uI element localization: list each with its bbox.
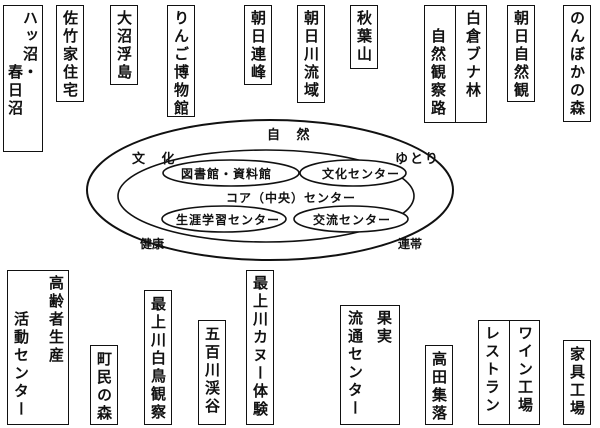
box-machi-no-mori: 町民の森: [90, 345, 118, 425]
box-satake-house: 佐竹家住宅: [56, 5, 84, 102]
koryu-center-ellipse: [293, 205, 409, 233]
box-mogami-hakucho: 最上川白鳥観察: [144, 290, 172, 425]
box-nonbokanomori: のんぼかの森: [563, 5, 591, 122]
label-kajitsu: 果実: [375, 310, 393, 346]
box-kajitsu-center: 果実 流通センター: [340, 305, 400, 425]
outer-ellipse: [86, 119, 454, 261]
label-kagu-koujou: 家具工場: [568, 346, 586, 418]
label-hacchinuma: ハッ沼・: [21, 10, 39, 82]
divider-shirakura: [455, 5, 456, 123]
box-asahi-renpo: 朝日連峰: [244, 5, 272, 85]
box-oonuma-ukishima: 大沼浮島: [110, 5, 138, 85]
label-satake-house: 佐竹家住宅: [61, 10, 79, 100]
label-katsudo-center: 活動センター: [12, 311, 30, 419]
label-koreisha-seisan: 高齢者生産: [47, 275, 65, 365]
label-asahi-shizenkan: 朝日自然観: [512, 10, 530, 100]
label-asahi-renpo: 朝日連峰: [249, 10, 267, 82]
box-asahigawa-ryuiki: 朝日川流域: [297, 5, 325, 103]
outer-label-yutori: ゆとり: [395, 152, 441, 167]
box-hacchinuma-kasuganuma: ハッ沼・ 春日沼: [3, 5, 43, 152]
label-ryutsu-center: 流通センター: [346, 310, 364, 418]
label-asahigawa-ryuiki: 朝日川流域: [302, 10, 320, 100]
label-oonuma-ukishima: 大沼浮島: [115, 10, 133, 82]
label-library: 図書館・資料館: [181, 167, 273, 181]
label-kasuganuma: 春日沼: [6, 64, 24, 118]
label-shizen-kansatsuro: 自然観察路: [429, 28, 447, 118]
label-restaurant: レストラン: [483, 325, 501, 415]
label-akibasan: 秋葉山: [355, 10, 373, 64]
label-mogami-hakucho: 最上川白鳥観察: [149, 296, 167, 422]
bunka-center-ellipse: [299, 159, 407, 187]
label-mogami-canoe: 最上川カヌー体験: [251, 275, 269, 419]
outer-label-shizen: 自 然: [267, 128, 316, 143]
library-ellipse: [162, 159, 300, 187]
label-machi-no-mori: 町民の森: [95, 351, 113, 423]
shogai-center-ellipse: [161, 205, 287, 233]
label-ringo-museum: りんご博物館: [172, 10, 190, 118]
outer-label-rentai: 連帯: [398, 237, 423, 251]
divider-wine: [509, 320, 510, 425]
label-wine-koujou: ワイン工場: [516, 325, 534, 415]
box-kagu-koujou: 家具工場: [563, 340, 591, 425]
box-ringo-museum: りんご博物館: [167, 5, 195, 118]
box-gohyakugawa-keikoku: 五百川渓谷: [198, 320, 226, 425]
outer-label-bunka: 文 化: [132, 152, 181, 167]
box-mogami-canoe: 最上川カヌー体験: [246, 270, 274, 425]
box-takada-shuraku: 高田集落: [425, 345, 453, 425]
label-bunka-center: 文化センター: [322, 167, 401, 181]
box-koreisha-center: 高齢者生産 活動センター: [7, 270, 69, 425]
label-gohyakugawa-keikoku: 五百川渓谷: [203, 326, 221, 416]
outer-label-kenko: 健康: [140, 237, 165, 251]
label-takada-shuraku: 高田集落: [430, 351, 448, 423]
label-shogai-center: 生涯学習センター: [176, 213, 281, 227]
label-nonbokanomori: のんぼかの森: [568, 10, 586, 118]
box-asahi-shizenkan: 朝日自然観: [507, 5, 535, 102]
label-koryu-center: 交流センター: [313, 213, 392, 227]
label-shirakura-bunarin: 白倉ブナ林: [464, 10, 482, 100]
label-core-center: コア（中央）センター: [226, 191, 357, 205]
box-akibasan: 秋葉山: [350, 5, 378, 69]
box-wine-group: ワイン工場 レストラン: [478, 320, 540, 425]
inner-ellipse: [117, 149, 415, 243]
